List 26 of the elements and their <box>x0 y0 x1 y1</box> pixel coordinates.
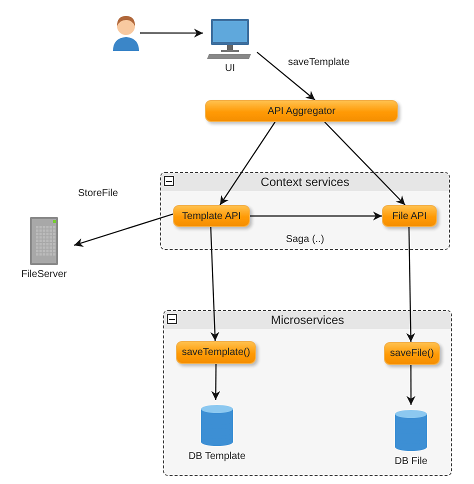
edge-label: saveTemplate <box>288 57 350 68</box>
group-container <box>163 310 452 476</box>
arrow <box>140 28 203 38</box>
service-box: saveTemplate() <box>176 341 256 364</box>
group-title: Microservices <box>270 313 344 327</box>
node-label: DB File <box>394 456 428 467</box>
group-title: Context services <box>260 175 350 189</box>
arrow <box>256 52 316 100</box>
service-box: API Aggregator <box>205 100 398 122</box>
arrow <box>74 213 174 247</box>
node-label: UI <box>225 63 235 74</box>
arrow <box>324 122 406 206</box>
group-container <box>160 172 450 250</box>
service-box: saveFile() <box>384 342 440 365</box>
arrow <box>210 226 220 342</box>
arrow <box>211 364 220 400</box>
node-label: FileServer <box>21 269 67 280</box>
arrow <box>406 365 416 405</box>
service-box: Template API <box>173 205 250 227</box>
arrow <box>406 226 416 342</box>
arrow <box>219 122 276 206</box>
service-box: File API <box>382 205 437 227</box>
edge-label: StoreFile <box>78 188 118 199</box>
node-label: DB Template <box>188 451 246 462</box>
group-note: Saga (..) <box>286 234 324 245</box>
arrow <box>250 212 382 220</box>
